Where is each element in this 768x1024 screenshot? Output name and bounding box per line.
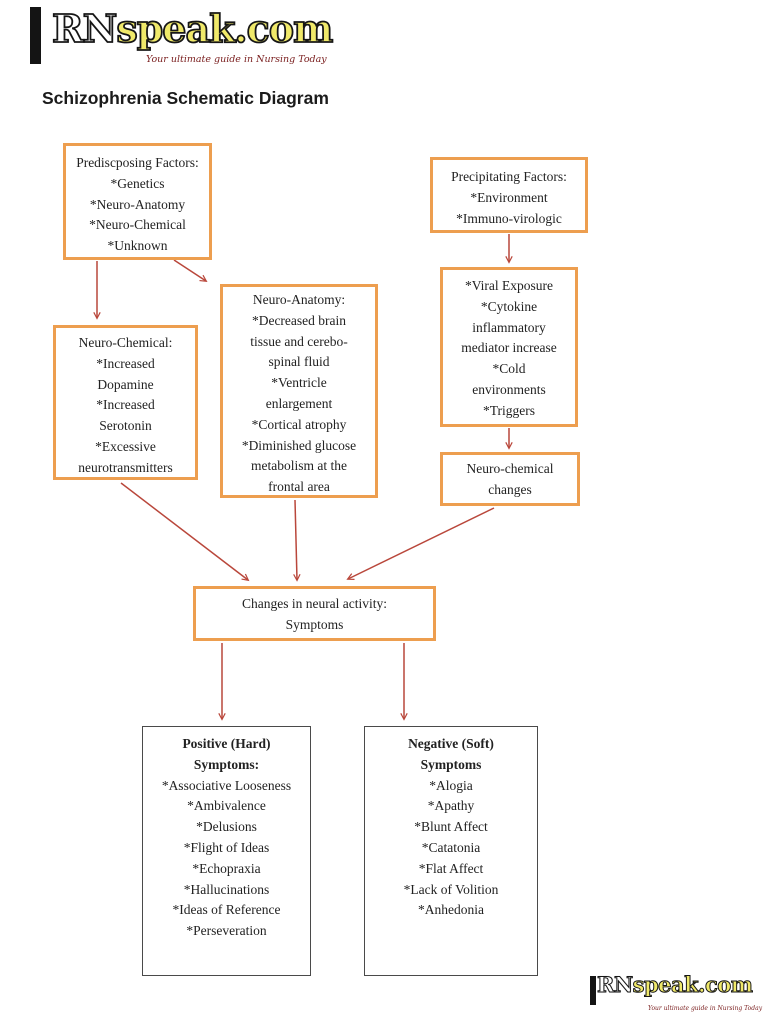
text-line: *Neuro-Anatomy	[89, 196, 186, 212]
text-line: *Ambivalence	[187, 798, 266, 814]
logo-left-bar	[30, 7, 41, 64]
text-line: *Catatonia	[421, 839, 481, 855]
text-line: *Echopraxia	[192, 860, 261, 876]
text-line: Symptoms:	[193, 756, 260, 772]
text-line: *Unknown	[107, 238, 168, 254]
text-line: *Perseveration	[186, 923, 267, 939]
text-line: Serotonin	[99, 418, 152, 434]
text-line: Precipitating Factors:	[451, 169, 567, 184]
text-line: *Blunt Affect	[414, 819, 488, 835]
positive-symptoms-header: Positive (Hard) Symptoms:	[143, 734, 310, 776]
box-neuro-anatomy: Neuro-Anatomy: *Decreased brain tissue and…	[220, 284, 378, 498]
text-line: metabolism at the	[251, 458, 347, 474]
box-changes-neural-activity: Changes in neural activity: Symptoms	[193, 586, 436, 641]
text-line: *Delusions	[196, 819, 257, 835]
logo-rn-text: RN	[51, 6, 118, 51]
text-line: *Associative Looseness	[161, 777, 292, 793]
positive-symptoms-list: *Associative Looseness *Ambivalence *Delus…	[143, 776, 310, 942]
text-line: Prediscposing Factors:	[76, 155, 199, 170]
text-line: *Lack of Volition	[403, 881, 499, 897]
text-line: *Environment	[470, 189, 548, 205]
text-line: *Diminished glucose	[241, 437, 357, 453]
box-precipitating-factors: Precipitating Factors: *Environment *Immun…	[430, 157, 588, 233]
box-predisposing-factors: Prediscposing Factors: *Genetics *Neuro-An…	[63, 143, 212, 260]
text-line: mediator increase	[461, 340, 557, 356]
arrow-neurochemchanges-to-changes	[346, 507, 495, 580]
text-line: Changes in neural activity:	[241, 596, 388, 611]
text-line: spinal fluid	[268, 354, 330, 370]
text-line: Dopamine	[97, 376, 154, 392]
logo-speak-text: speak.com	[115, 6, 334, 51]
text-line: *Hallucinations	[183, 881, 270, 897]
text-line: frontal area	[268, 479, 330, 495]
text-line: enlargement	[265, 395, 333, 411]
box-positive-symptoms: Positive (Hard) Symptoms: *Associative Lo…	[142, 726, 311, 976]
logo-tagline-footer: Your ultimate guide in Nursing Today	[648, 1005, 763, 1012]
box-neuro-chemical-changes: Neuro-chemical changes	[440, 452, 580, 506]
text-line: *Cytokine	[480, 298, 538, 314]
text-line: *Triggers	[482, 402, 535, 418]
text-line: *Ventricle	[271, 375, 327, 391]
box-negative-symptoms: Negative (Soft) Symptoms *Alogia *Apathy *B…	[364, 726, 538, 976]
text-line: Neuro-Anatomy:	[252, 292, 346, 307]
logo-rn-text: RN	[597, 972, 634, 997]
text-line: Negative (Soft)	[408, 736, 494, 751]
text-line: *Genetics	[110, 175, 165, 191]
logo-left-bar-footer	[590, 976, 596, 1005]
arrow-neuroanatomy-to-changes	[293, 499, 301, 582]
text-line: *Immuno-virologic	[456, 210, 562, 226]
text-line: inflammatory	[472, 319, 546, 335]
text-line: *Increased	[96, 355, 155, 371]
text-line: neurotransmitters	[78, 459, 173, 475]
text-line: *Excessive	[95, 438, 156, 454]
text-line: *Flat Affect	[418, 860, 484, 876]
rnspeak-logo-footer: RNspeak.com	[597, 972, 754, 997]
logo-speak-text: speak.com	[632, 972, 753, 997]
text-line: environments	[472, 381, 546, 397]
page-title: Schizophrenia Schematic Diagram	[42, 88, 329, 108]
text-line: *Cortical atrophy	[251, 416, 347, 432]
negative-symptoms-list: *Alogia *Apathy *Blunt Affect *Catatonia *Fl…	[365, 776, 537, 922]
text-line: Neuro-Chemical:	[78, 335, 173, 350]
text-line: tissue and cerebo-	[250, 333, 348, 349]
text-line: Symptoms	[285, 616, 344, 632]
logo-tagline: Your ultimate guide in Nursing Today	[146, 54, 327, 65]
text-line: *Neuro-Chemical	[89, 217, 186, 233]
arrow-predisposing-to-neuroanatomy	[173, 259, 208, 282]
negative-symptoms-header: Negative (Soft) Symptoms	[365, 734, 537, 776]
text-line: *Increased	[96, 397, 155, 413]
text-line: Neuro-chemical	[466, 461, 554, 476]
text-line: *Alogia	[429, 777, 473, 793]
text-line: Symptoms	[420, 756, 482, 772]
text-line: Positive (Hard)	[182, 736, 271, 751]
rnspeak-logo: RNspeak.com	[51, 9, 334, 49]
text-line: *Anhedonia	[418, 902, 484, 918]
text-line: *Apathy	[427, 798, 475, 814]
box-viral-exposure: *Viral Exposure *Cytokine inflammatory medi…	[440, 267, 578, 427]
text-line: *Decreased brain	[251, 312, 347, 328]
text-line: changes	[488, 481, 532, 497]
text-line: *Ideas of Reference	[172, 902, 281, 918]
text-line: *Cold	[492, 361, 526, 377]
text-line: *Viral Exposure	[464, 278, 554, 293]
text-line: *Flight of Ideas	[183, 839, 270, 855]
